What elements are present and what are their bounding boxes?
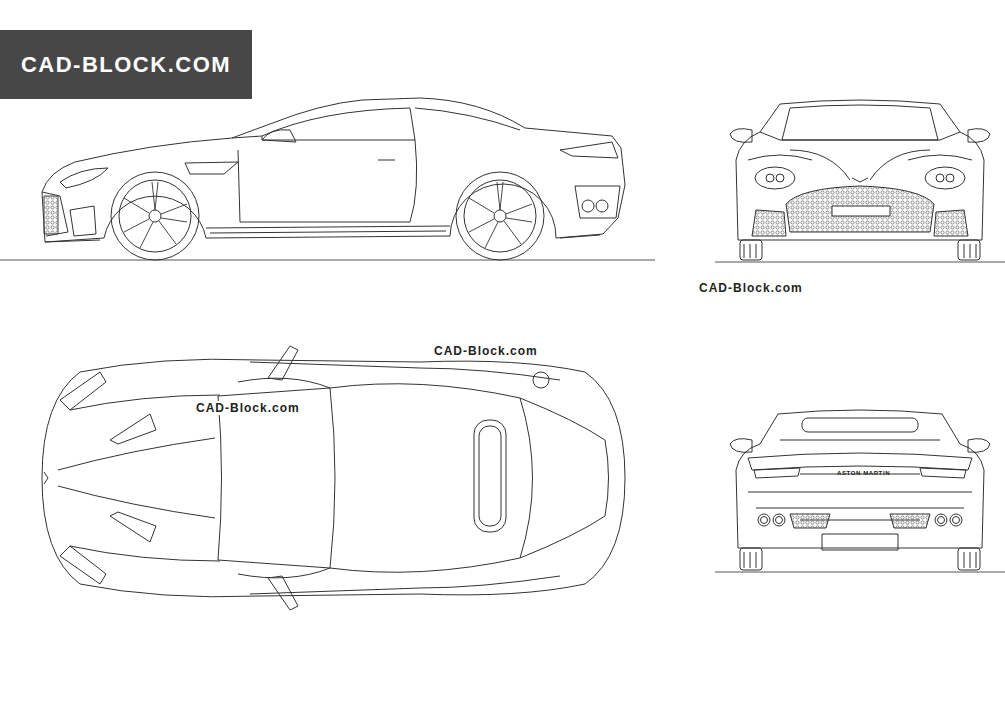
rear-view	[715, 410, 1005, 572]
front-view	[715, 100, 1005, 262]
watermark-holder: CAD-Block.com	[432, 341, 540, 359]
side-view	[0, 98, 655, 260]
watermark-text: CAD-Block.com	[697, 281, 805, 295]
badge-text-holder: ASTON MARTIN	[837, 461, 890, 479]
watermark-holder: CAD-Block.com	[194, 398, 302, 416]
badge-text: ASTON MARTIN	[837, 470, 890, 476]
watermark-box: CAD-BLOCK.COM	[0, 30, 252, 99]
watermark-text: CAD-Block.com	[194, 401, 302, 415]
watermark-text: CAD-Block.com	[432, 344, 540, 358]
watermark-holder: CAD-Block.com	[697, 278, 805, 296]
top-view	[42, 346, 625, 610]
watermark-text: CAD-BLOCK.COM	[21, 52, 231, 78]
